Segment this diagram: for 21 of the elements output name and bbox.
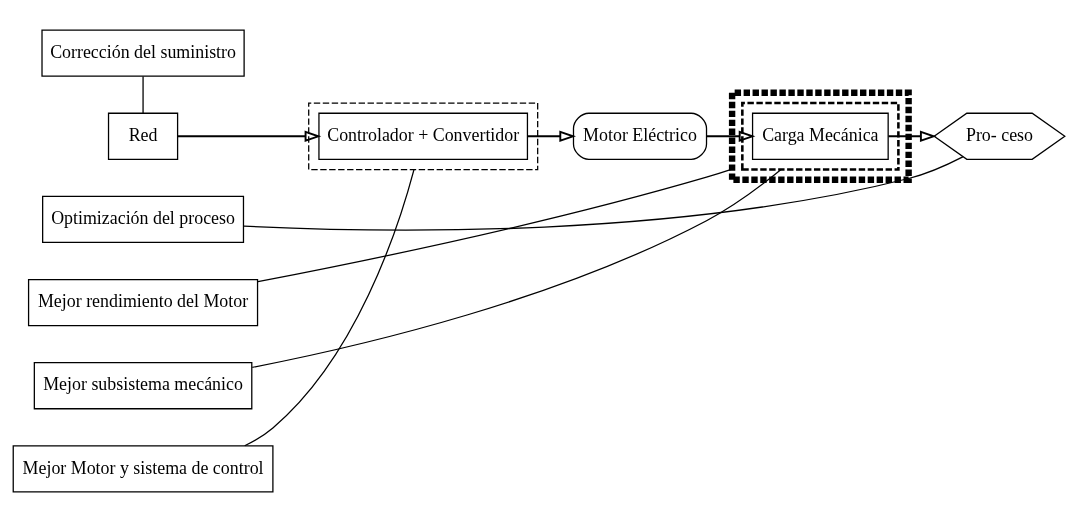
node-box: Corrección del suministro	[41, 29, 245, 77]
cluster	[728, 89, 912, 183]
connector	[244, 168, 415, 447]
node-box: Motor Eléctrico	[572, 112, 708, 160]
node-box: Controlador + Convertidor	[318, 112, 529, 160]
connector	[243, 156, 964, 231]
connector	[251, 168, 782, 369]
arrow	[526, 130, 576, 143]
node-box: Red	[107, 112, 179, 160]
node-box: Mejor Motor y sistema de control	[12, 445, 274, 493]
node-box: Mejor subsistema mecánico	[33, 362, 253, 410]
node-box: Carga Mecánica	[751, 112, 889, 160]
connector	[257, 168, 733, 283]
connector	[142, 75, 144, 114]
cluster	[308, 102, 539, 171]
arrow	[176, 130, 322, 143]
node-box: Optimización del proceso	[42, 195, 245, 244]
arrow	[887, 130, 937, 143]
cluster	[741, 101, 900, 171]
arrow	[706, 130, 756, 143]
node-box: Mejor rendimiento del Motor	[27, 278, 259, 327]
